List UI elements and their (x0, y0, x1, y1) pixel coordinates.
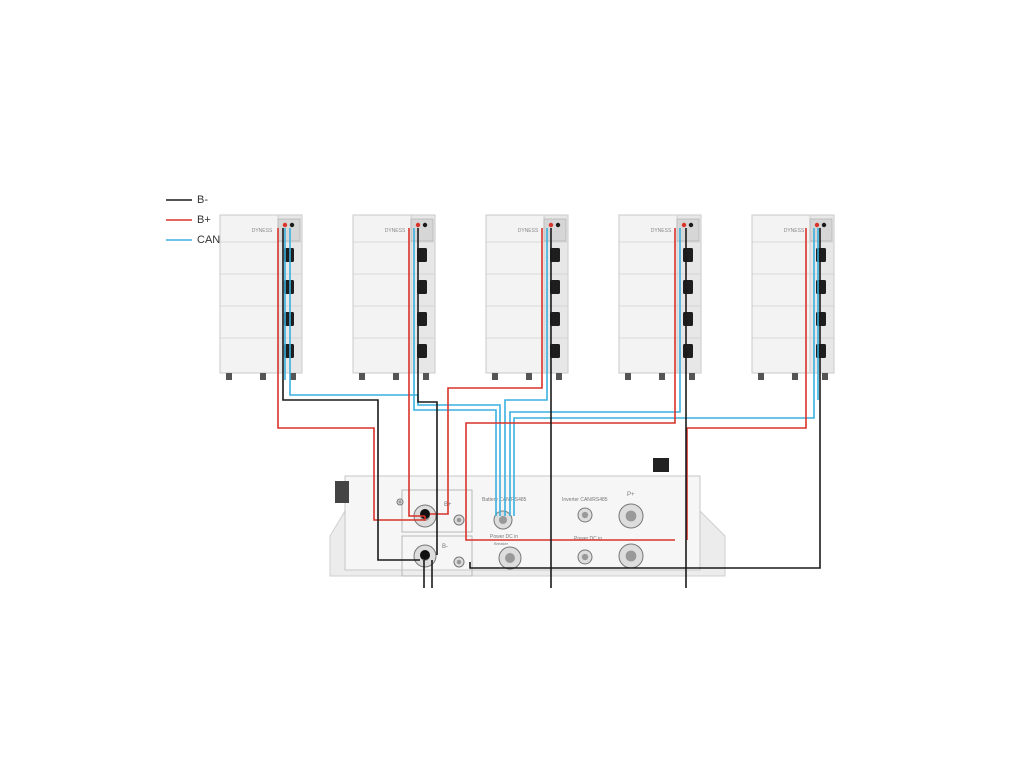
bminus-aux-port-core (456, 559, 462, 565)
bplus-wire (277, 228, 426, 521)
stack-foot (758, 373, 764, 380)
legend-swatches (166, 199, 192, 241)
power-dc-out-port-core (625, 510, 637, 522)
bminus-bolt (420, 550, 430, 560)
terminal-bplus (415, 222, 421, 228)
stack-foot (492, 373, 498, 380)
bplus-wire (430, 228, 543, 515)
can-wire (513, 228, 815, 516)
legend-label-bminus: B- (197, 194, 208, 206)
inverter-dc-port-core (625, 550, 637, 562)
module-handle (550, 312, 560, 326)
module-handle (550, 280, 560, 294)
module-handle (683, 344, 693, 358)
module-handle (417, 344, 427, 358)
label-power-dc: Power DC in (574, 536, 602, 542)
bminus-wire (282, 228, 420, 561)
stack-foot (659, 373, 665, 380)
legend-label-bplus: B+ (197, 214, 211, 226)
stack-foot (359, 373, 365, 380)
bplus-wire (465, 228, 676, 541)
can-wire (509, 228, 681, 516)
can-wire (413, 228, 497, 516)
combiner-box-body (344, 475, 701, 571)
stack-foot (423, 373, 429, 380)
module-handle (284, 248, 294, 262)
stack-brand-logo: DYNESS (385, 228, 406, 234)
inverter-can-port-core (581, 511, 589, 519)
stack-foot (822, 373, 828, 380)
stack-brand-logo: DYNESS (252, 228, 273, 234)
terminal-bplus (814, 222, 820, 228)
module-handle (550, 248, 560, 262)
label-bminus: B- (442, 544, 448, 550)
module-handle (284, 280, 294, 294)
terminal-bplus (282, 222, 288, 228)
module-handle (683, 312, 693, 326)
battery-stack-3: DYNESS (485, 214, 569, 380)
bminus-wire (417, 228, 438, 555)
combiner-vent (653, 458, 669, 472)
module-handle (284, 344, 294, 358)
ground-port-core (398, 500, 402, 504)
stack-brand-logo: DYNESS (518, 228, 539, 234)
stack-foot (526, 373, 532, 380)
bplus-aux-port-core (456, 517, 462, 523)
stack-foot (260, 373, 266, 380)
stack-foot (792, 373, 798, 380)
bplus-wire (408, 228, 425, 517)
power-dc-in-port-core (505, 553, 515, 563)
can-wire (504, 228, 548, 516)
combiner-hinge (335, 481, 349, 503)
label-power-dc-in: Power DC in (490, 534, 518, 540)
label-power-dc-in-sub: Breaker (494, 541, 509, 546)
terminal-bminus (289, 222, 295, 228)
battery-can-port-core (498, 515, 508, 525)
controller-panel (277, 218, 301, 242)
stack-foot (290, 373, 296, 380)
terminal-bplus (548, 222, 554, 228)
power-dc-port-core (581, 553, 589, 561)
bminus-wire (469, 228, 821, 569)
label-pplus: P+ (627, 492, 635, 498)
battery-stack-4: DYNESS (618, 214, 702, 380)
battery-stack-5: DYNESS (751, 214, 835, 380)
terminal-bminus (422, 222, 428, 228)
stack-foot (556, 373, 562, 380)
terminal-bminus (821, 222, 827, 228)
stack-brand-logo: DYNESS (784, 228, 805, 234)
label-inverter-can: Inverter CAN/RS485 (562, 497, 608, 503)
stack-brand-logo: DYNESS (651, 228, 672, 234)
module-handle (417, 280, 427, 294)
module-handle (417, 312, 427, 326)
terminal-bminus (555, 222, 561, 228)
module-handle (683, 280, 693, 294)
module-handle (550, 344, 560, 358)
terminal-bplus (681, 222, 687, 228)
stack-foot (226, 373, 232, 380)
bplus-wire (686, 228, 807, 540)
stack-foot (625, 373, 631, 380)
battery-stack-2: DYNESS (352, 214, 436, 380)
legend-label-can: CAN (197, 234, 221, 246)
terminal-bminus (688, 222, 694, 228)
module-handle (683, 248, 693, 262)
module-handle (417, 248, 427, 262)
stack-foot (689, 373, 695, 380)
module-handle (284, 312, 294, 326)
stack-foot (393, 373, 399, 380)
